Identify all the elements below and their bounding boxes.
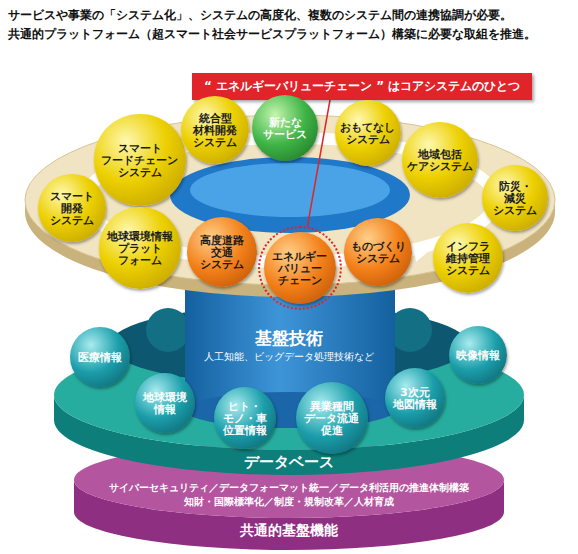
node-label: データベース [244, 453, 334, 472]
system-sphere: 異業種間 データ流通 促進 [296, 382, 368, 454]
node-label: 映像情報 [456, 349, 500, 361]
ring-arrowhead [414, 246, 430, 262]
node-label: 共通的基盤機能 [109, 521, 469, 539]
system-sphere: 地域包括 ケアシステム [402, 122, 478, 198]
node-label: ヒト・モノ・車 位置情報 [223, 400, 267, 436]
system-sphere: 医療情報 [70, 327, 130, 387]
system-sphere: スマート 開発 システム [38, 174, 106, 242]
node-label: “ エネルギーバリューチェーン ” はコアシステムのひとつ [204, 78, 520, 95]
system-sphere: ものづくり システム [344, 218, 412, 286]
node-label: エネルギー バリュー チェーン [272, 250, 327, 286]
node-label: 防災・減災 システム [493, 180, 537, 216]
system-sphere: 地球環境 情報 [135, 373, 195, 433]
node-label: 3次元 地図情報 [393, 386, 437, 410]
system-sphere: 統合型 材料開発 システム [181, 96, 249, 164]
sphere [146, 308, 190, 352]
system-sphere: 地球環境情報 プラット フォーム [99, 207, 180, 288]
system-sphere: 高度道路 交通 システム [187, 217, 257, 287]
node-label: 地域包括 ケアシステム [407, 148, 473, 172]
node-label: 知財・国際標準化／制度・規制改革／人材育成 [109, 495, 469, 509]
node-label: 基盤技術 [204, 327, 374, 349]
node-label: 異業種間 データ流通 促進 [304, 400, 359, 436]
title-line: サービスや事業の「システム化」、システムの高度化、複数のシステム間の連携協調が必… [8, 6, 536, 25]
title-block: サービスや事業の「システム化」、システムの高度化、複数のシステム間の連携協調が必… [8, 6, 536, 44]
platform-layer: データベース [244, 453, 334, 472]
system-sphere: エネルギー バリュー チェーン [264, 232, 336, 304]
system-sphere: 新たな サービス [252, 95, 318, 161]
system-sphere: 3次元 地図情報 [385, 368, 445, 428]
platform-layer: サイバーセキュリティ／データフォーマット統一／データ利活用の推進体制構築知財・国… [109, 481, 469, 539]
node-label: 高度道路 交通 システム [200, 234, 244, 270]
node-label: スマート フードチェーン システム [101, 142, 178, 178]
node-label: インフラ 維持管理 システム [446, 240, 490, 276]
node-label: おもてなし システム [340, 121, 395, 145]
node-label: 地球環境 情報 [143, 391, 187, 415]
system-sphere: おもてなし システム [335, 100, 401, 166]
system-sphere: インフラ 維持管理 システム [433, 223, 503, 293]
node-label: 地球環境情報 プラット フォーム [107, 230, 173, 266]
node-label: スマート 開発 システム [50, 190, 94, 226]
node-label: 医療情報 [78, 351, 122, 363]
system-sphere: 映像情報 [449, 326, 507, 384]
node-label: 新たな サービス [263, 116, 307, 140]
title-line: 共通的プラットフォーム（超スマート社会サービスプラットフォーム）構築に必要な取組… [8, 25, 536, 44]
node-label: 統合型 材料開発 システム [193, 112, 237, 148]
callout-box: “ エネルギーバリューチェーン ” はコアシステムのひとつ [192, 73, 532, 100]
system-sphere: スマート フードチェーン システム [94, 114, 185, 205]
node-label: サイバーセキュリティ／データフォーマット統一／データ利活用の推進体制構築 [109, 481, 469, 495]
core-top-highlight [190, 163, 390, 217]
node-label: 人工知能、ビッグデータ処理技術など [204, 349, 374, 365]
platform-layer: 基盤技術人工知能、ビッグデータ処理技術など [204, 327, 374, 365]
system-sphere: 防災・減災 システム [482, 165, 548, 231]
node-label: ものづくり システム [351, 240, 406, 264]
